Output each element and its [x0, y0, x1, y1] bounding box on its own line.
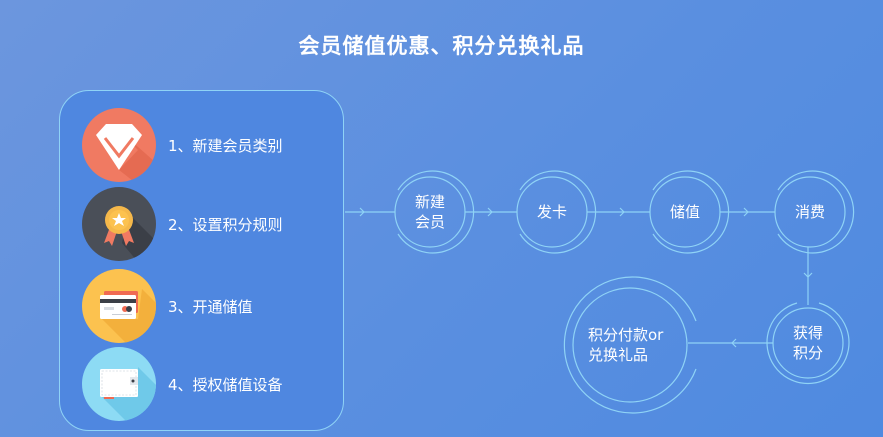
wallet-icon	[82, 347, 156, 421]
flow-node-earn-points: 获得 积分	[792, 324, 823, 362]
arrow-right-icon	[487, 207, 493, 217]
arrow-right-icon	[359, 207, 365, 217]
step-enable-top-up: 3、开通储值	[82, 269, 332, 343]
flow-node-issue-card: 发卡	[536, 203, 567, 221]
flow-node-consume: 消费	[794, 203, 825, 221]
arrow-right-icon	[619, 207, 625, 217]
arrow-left-icon	[731, 338, 737, 348]
setup-steps-panel: 1、新建会员类别 2、设置积分规则 3、开通储值	[59, 90, 344, 431]
step-label: 2、设置积分规则	[168, 215, 283, 234]
step-new-member-category: 1、新建会员类别	[82, 108, 332, 182]
credit-card-icon	[82, 269, 156, 343]
diamond-icon	[82, 108, 156, 182]
arrow-right-icon	[743, 207, 749, 217]
award-medal-icon	[82, 187, 156, 261]
page-title: 会员储值优惠、积分兑换礼品	[298, 34, 585, 58]
flow-node-new-member: 新建 会员	[414, 193, 445, 231]
step-label: 4、授权储值设备	[168, 375, 283, 394]
step-authorize-devices: 4、授权储值设备	[82, 347, 332, 421]
step-points-rules: 2、设置积分规则	[82, 187, 332, 261]
arrow-down-icon	[803, 272, 813, 278]
flow-node-top-up: 储值	[669, 203, 700, 221]
step-label: 1、新建会员类别	[168, 136, 283, 155]
flow-node-redeem: 积分付款or 兑换礼品	[588, 326, 664, 364]
step-label: 3、开通储值	[168, 297, 253, 316]
